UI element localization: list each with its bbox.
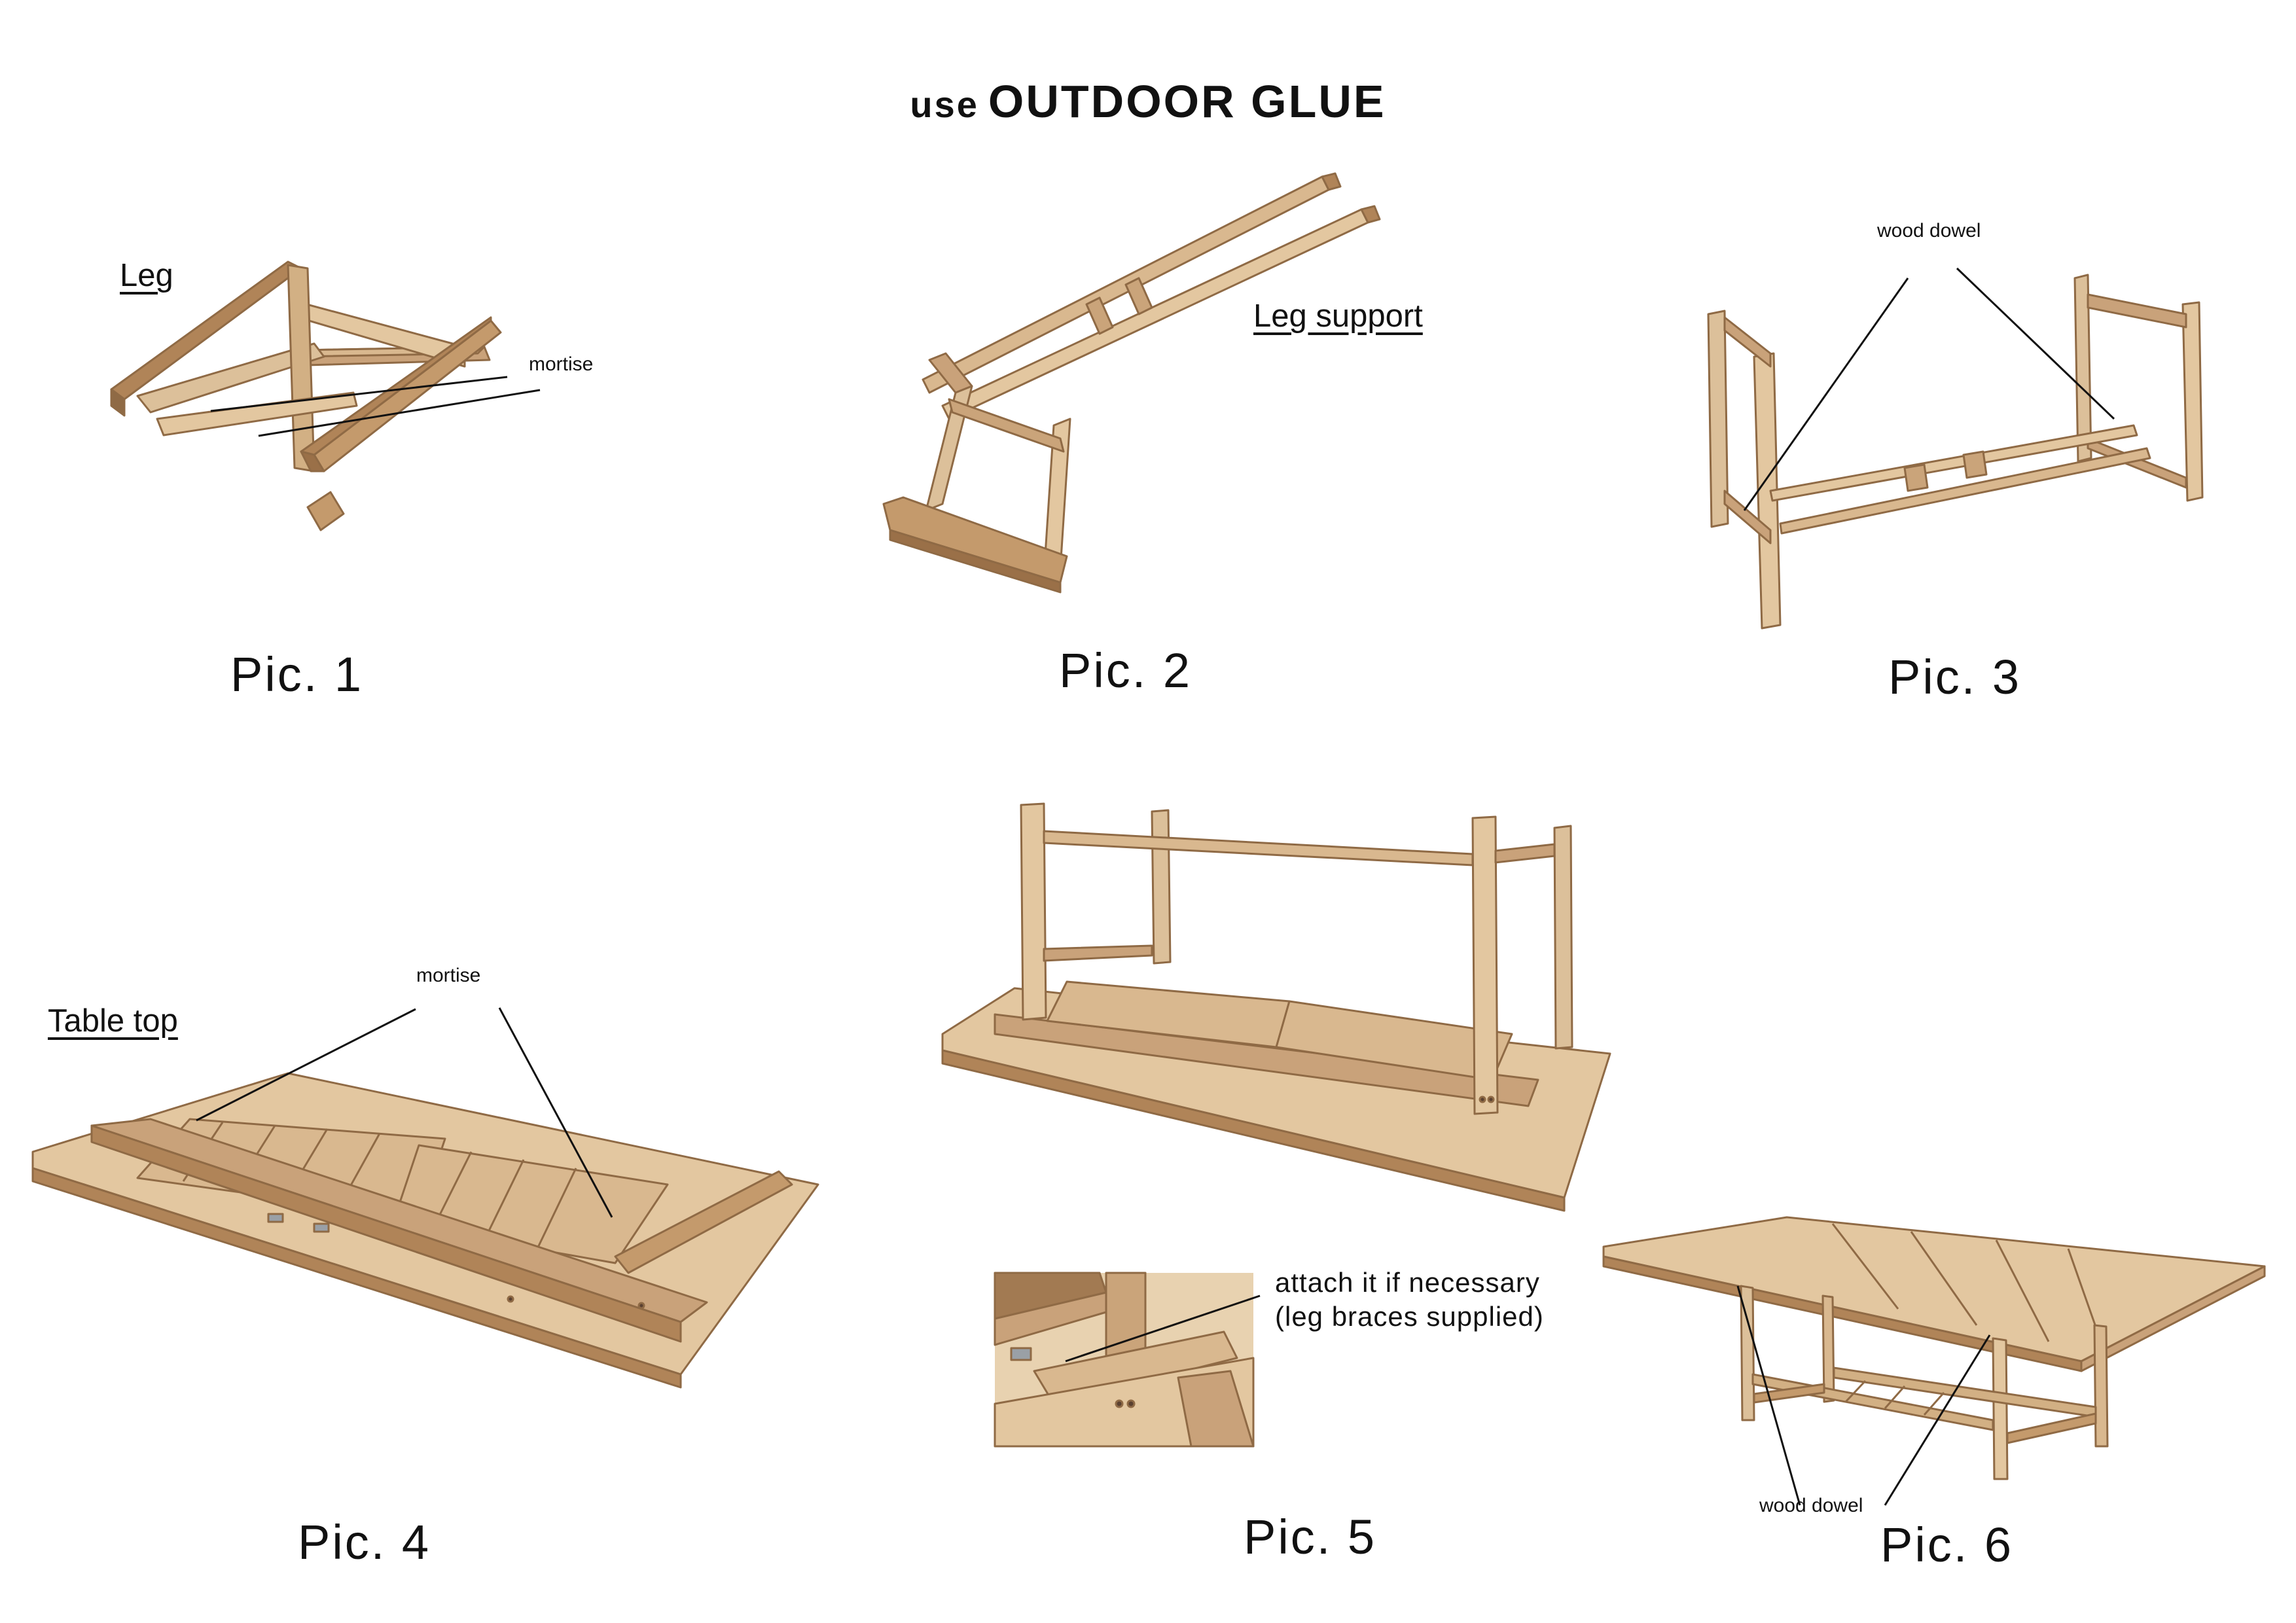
pic3-wood-dowel-note: wood dowel (1877, 220, 1981, 241)
pic1-part-label: Leg (120, 258, 173, 293)
pic5-table-legs-illustration (941, 802, 1611, 1212)
pic4-table-top-illustration (31, 1072, 819, 1389)
pic3-frame-assembly-illustration (1707, 274, 2204, 630)
pic1-label: Pic. 1 (230, 647, 364, 702)
pic4-label: Pic. 4 (298, 1515, 431, 1569)
pic4-part-label: Table top (48, 1003, 178, 1039)
pic4-mortise-note: mortise (416, 965, 481, 986)
pic2-label: Pic. 2 (1059, 643, 1193, 698)
pic5-label: Pic. 5 (1244, 1510, 1377, 1564)
pic2-part-label: Leg support (1253, 298, 1423, 334)
pic5-attach-note: attach it if necessary (leg braces suppl… (1275, 1266, 1544, 1334)
pic2-leg-support-illustration (882, 172, 1381, 594)
pic1-mortise-note: mortise (529, 353, 594, 375)
pic5-leg-brace-detail-illustration (994, 1272, 1255, 1448)
pic6-finished-table-illustration (1602, 1216, 2266, 1480)
pic5-note-line-2: (leg braces supplied) (1275, 1301, 1544, 1332)
pic6-wood-dowel-note: wood dowel (1759, 1495, 1863, 1516)
pic3-label: Pic. 3 (1888, 650, 2022, 704)
title-main: OUTDOOR GLUE (988, 76, 1386, 127)
title-prefix: use (910, 84, 979, 125)
pic6-label: Pic. 6 (1880, 1518, 2014, 1572)
pic1-leg-frame-illustration (110, 260, 502, 531)
pic5-note-line-1: attach it if necessary (1275, 1267, 1540, 1298)
